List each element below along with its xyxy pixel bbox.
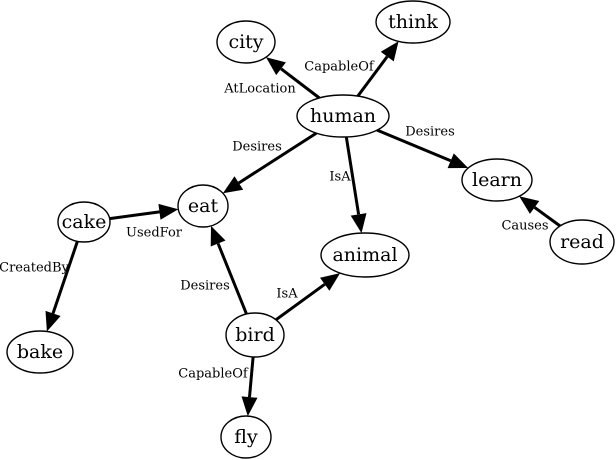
e-human-animal-line bbox=[344, 136, 361, 215]
e-cake-bake-line bbox=[51, 240, 79, 314]
e-cake-bake-edge: CreatedBy bbox=[0, 240, 79, 332]
node-think: think bbox=[375, 0, 451, 44]
e-human-eat-edge: Desires bbox=[222, 131, 318, 194]
e-cake-bake-label: CreatedBy bbox=[0, 261, 70, 276]
node-read-ellipse bbox=[549, 219, 615, 265]
e-human-think-edge: CapableOf bbox=[304, 41, 399, 97]
node-human-ellipse bbox=[296, 94, 390, 138]
e-bird-fly-edge: CapableOf bbox=[178, 356, 258, 417]
e-bird-eat-label: Desires bbox=[180, 279, 230, 294]
e-human-think-line bbox=[356, 55, 389, 97]
e-human-learn-edge: Desires bbox=[376, 125, 469, 169]
e-human-eat-line bbox=[237, 131, 318, 185]
node-learn: learn bbox=[461, 158, 533, 202]
e-read-learn-line bbox=[533, 206, 561, 228]
e-human-animal-arrowhead bbox=[350, 213, 367, 234]
e-human-city-label: AtLocation bbox=[223, 82, 296, 97]
node-city-label: city bbox=[228, 31, 263, 53]
e-cake-bake-arrowhead bbox=[45, 310, 61, 332]
e-bird-animal-edge: IsA bbox=[275, 273, 341, 322]
node-fly-ellipse bbox=[220, 415, 272, 459]
node-cake-label: cake bbox=[62, 211, 107, 233]
node-think-label: think bbox=[388, 11, 438, 33]
e-cake-eat-label: UsedFor bbox=[126, 226, 183, 241]
e-read-learn-label: Causes bbox=[501, 219, 548, 234]
e-bird-fly-line bbox=[248, 356, 255, 398]
node-animal-ellipse bbox=[320, 232, 410, 278]
node-learn-label: learn bbox=[472, 169, 522, 191]
node-bake: bake bbox=[6, 330, 74, 374]
e-bird-animal-line bbox=[275, 283, 326, 322]
node-human-label: human bbox=[310, 105, 376, 127]
node-bird-ellipse bbox=[225, 312, 285, 358]
nodes-layer: city think human eat cake learn animal read bake… bbox=[6, 0, 615, 459]
e-bird-fly-label: CapableOf bbox=[178, 367, 249, 382]
node-city: city bbox=[216, 20, 276, 64]
node-learn-ellipse bbox=[461, 158, 533, 202]
e-human-city-arrowhead bbox=[266, 57, 286, 76]
e-cake-eat-edge: UsedFor bbox=[109, 203, 183, 241]
e-human-city-line bbox=[280, 67, 321, 100]
e-bird-animal-arrowhead bbox=[320, 273, 341, 291]
e-bird-animal-label: IsA bbox=[276, 287, 298, 302]
node-bird: bird bbox=[225, 312, 285, 358]
node-think-ellipse bbox=[375, 0, 451, 44]
node-human: human bbox=[296, 94, 390, 138]
node-eat-label: eat bbox=[188, 195, 219, 217]
e-bird-fly-arrowhead bbox=[241, 396, 258, 417]
node-bake-ellipse bbox=[6, 330, 74, 374]
e-bird-eat-arrowhead bbox=[210, 225, 226, 247]
e-bird-eat-edge: Desires bbox=[180, 225, 248, 315]
e-human-eat-label: Desires bbox=[232, 140, 282, 155]
node-bake-label: bake bbox=[17, 341, 63, 363]
e-read-learn-edge: Causes bbox=[501, 196, 561, 234]
node-animal-label: animal bbox=[332, 244, 397, 266]
node-fly-label: fly bbox=[234, 426, 258, 448]
node-animal: animal bbox=[320, 232, 410, 278]
node-read-label: read bbox=[560, 231, 604, 253]
e-human-learn-arrowhead bbox=[447, 153, 469, 169]
e-human-animal-label: IsA bbox=[329, 170, 351, 185]
e-human-eat-arrowhead bbox=[222, 176, 244, 194]
e-human-learn-line bbox=[376, 128, 452, 163]
node-read: read bbox=[549, 219, 615, 265]
e-cake-eat-line bbox=[109, 210, 160, 221]
node-fly: fly bbox=[220, 415, 272, 459]
node-eat-ellipse bbox=[177, 184, 229, 228]
e-human-learn-label: Desires bbox=[405, 125, 455, 140]
e-read-learn-arrowhead bbox=[519, 196, 540, 214]
node-cake: cake bbox=[57, 201, 111, 243]
e-human-think-arrowhead bbox=[380, 41, 399, 62]
node-bird-label: bird bbox=[235, 324, 274, 346]
e-human-animal-edge: IsA bbox=[329, 136, 367, 234]
node-cake-ellipse bbox=[57, 201, 111, 243]
e-cake-eat-arrowhead bbox=[158, 203, 179, 220]
e-human-think-label: CapableOf bbox=[304, 60, 375, 75]
node-city-ellipse bbox=[216, 20, 276, 64]
node-eat: eat bbox=[177, 184, 229, 228]
e-bird-eat-line bbox=[216, 242, 248, 315]
e-human-city-edge: AtLocation bbox=[223, 57, 321, 100]
edges-layer: AtLocationCapableOfDesiresIsADesiresCaus… bbox=[0, 41, 561, 417]
